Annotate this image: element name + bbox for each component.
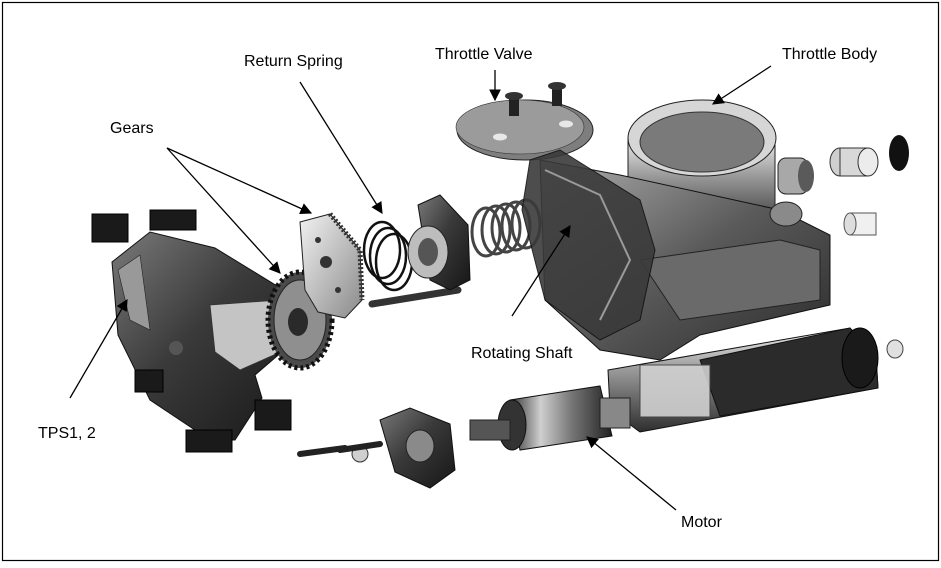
throttle-body-leader [712, 65, 772, 105]
pin-part [368, 286, 462, 308]
motor-screw [337, 441, 383, 453]
throttle-body-part [521, 99, 831, 361]
label-tps: TPS1, 2 [38, 425, 96, 442]
label-gears: Gears [110, 120, 154, 137]
motor-housing-part [607, 327, 879, 433]
gears-leader-small [166, 147, 281, 274]
tps-clip [149, 209, 197, 231]
tps-leader [69, 298, 128, 399]
return-spring-leader [299, 81, 383, 214]
label-rotating-shaft: Rotating Shaft [471, 345, 573, 362]
plug-part [829, 147, 879, 177]
leader-lines [69, 65, 772, 511]
label-return-spring: Return Spring [244, 53, 343, 70]
bushing-part [886, 339, 904, 359]
valve-screw [548, 82, 566, 106]
tps-clip [254, 399, 292, 431]
valve-screw [505, 92, 523, 116]
label-throttle-valve: Throttle Valve [435, 46, 533, 63]
gears-leader-sector [166, 147, 313, 214]
tps-clip [91, 213, 129, 243]
cap-part [889, 135, 909, 171]
tps-housing-part [91, 209, 306, 453]
tps-clip [185, 429, 233, 453]
motor-leader [586, 436, 677, 511]
throttle-valve-plate [455, 99, 594, 161]
brush-holder-part [351, 407, 456, 489]
label-motor: Motor [681, 514, 723, 531]
rotating-shaft-leader [511, 225, 571, 317]
motor-rotor-part [469, 385, 631, 451]
sector-gear-part [299, 212, 365, 319]
pin-insert-part [843, 212, 877, 236]
label-throttle-body: Throttle Body [782, 46, 877, 63]
lever-part [407, 194, 471, 291]
tps-clip [134, 369, 164, 393]
